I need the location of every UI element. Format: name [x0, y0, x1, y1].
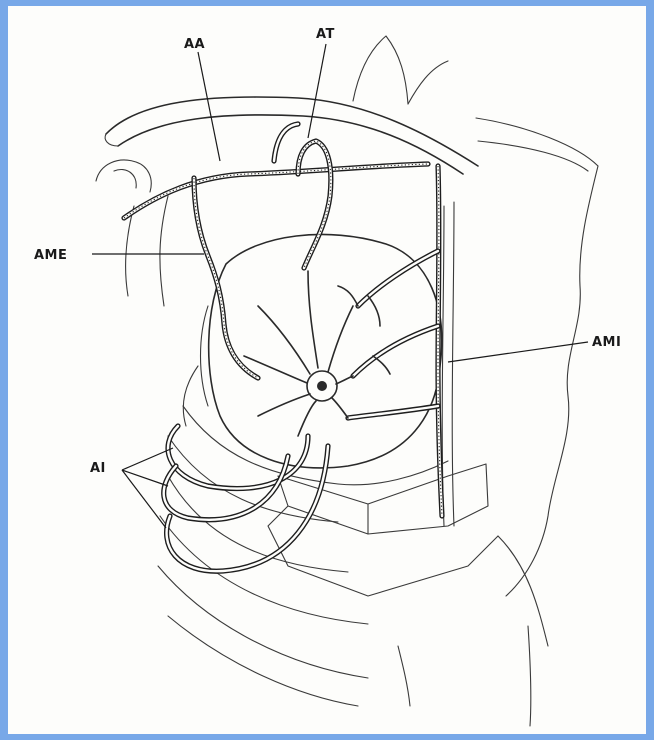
arteries — [124, 124, 442, 571]
label-at: AT — [316, 27, 335, 42]
label-aa: AA — [184, 37, 205, 52]
label-ami: AMI — [592, 335, 621, 350]
label-ame: AME — [34, 248, 67, 263]
label-ai: AI — [90, 461, 106, 476]
lateral-thoracic-artery — [194, 178, 258, 378]
radiating-branches — [244, 271, 390, 436]
thoracoacromial-artery — [298, 141, 331, 268]
anatomy-diagram: AA AT AME AMI AI — [8, 6, 654, 746]
axillary-artery — [124, 164, 428, 218]
skeleton-outline — [96, 36, 598, 726]
nipple — [317, 381, 327, 391]
